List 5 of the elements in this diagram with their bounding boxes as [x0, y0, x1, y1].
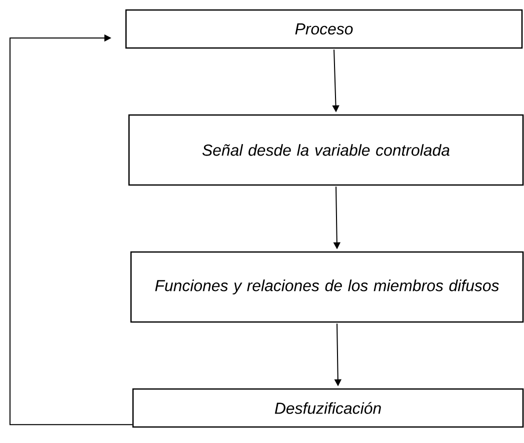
process-box: Proceso: [125, 9, 523, 49]
process-box: Funciones y relaciones de los miembros difusos: [130, 251, 524, 323]
process-box: Desfuzificación: [132, 388, 524, 428]
arrow: [10, 34, 133, 426]
process-box: Señal desde la variable controlada: [128, 114, 524, 186]
